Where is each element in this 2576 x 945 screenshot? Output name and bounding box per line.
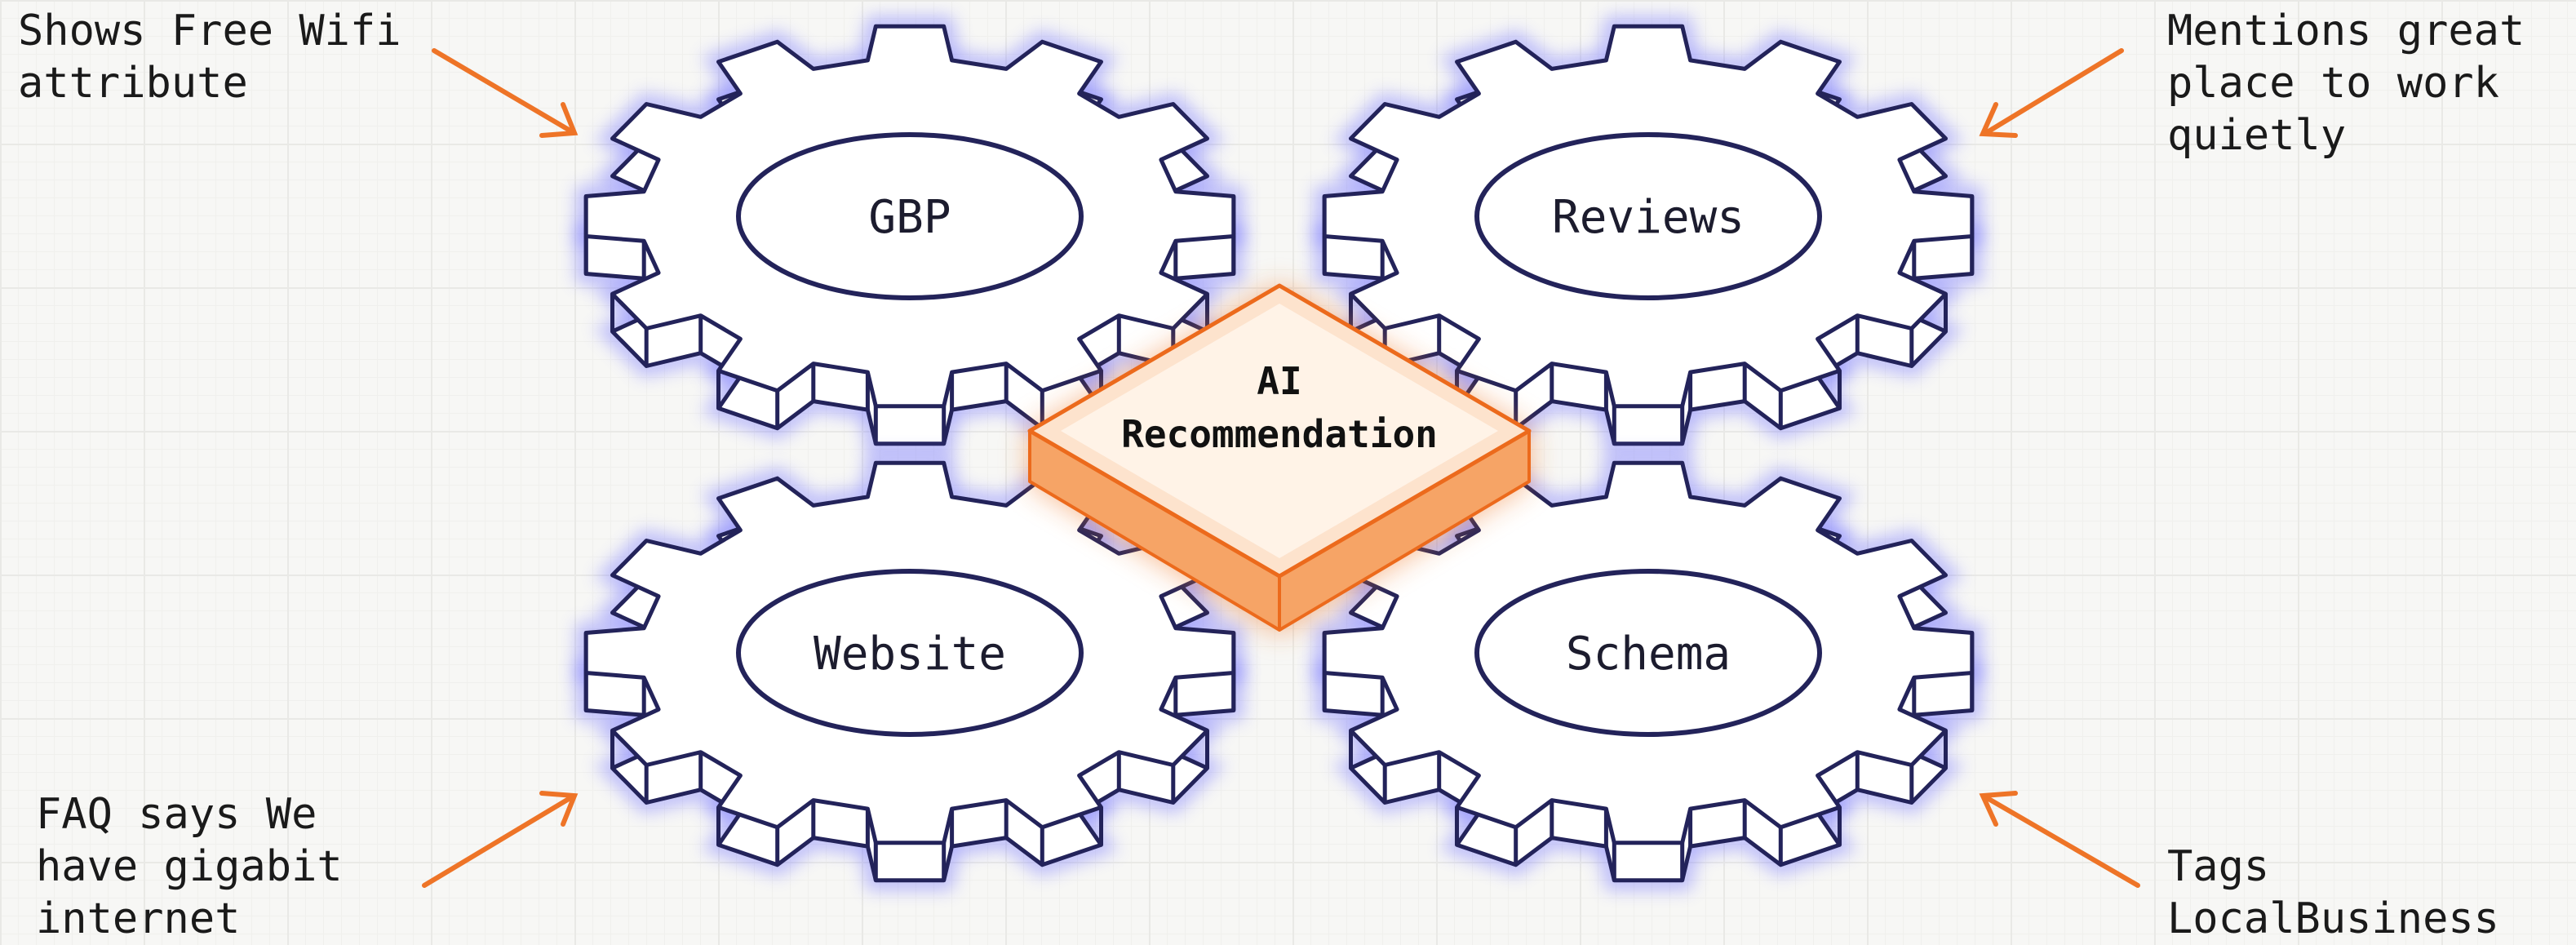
gear-reviews: Reviews: [1314, 16, 1983, 455]
gear-gbp: GBP: [575, 16, 1244, 455]
annotation-top-left-line: Shows Free Wifi: [18, 7, 401, 55]
annotation-bottom-right-line: LocalBusiness: [2167, 894, 2499, 943]
gear-gbp-label: GBP: [868, 191, 951, 244]
gear-website: Website: [575, 452, 1244, 891]
annotation-top-right-line: Mentions great: [2167, 7, 2525, 55]
annotation-bottom-right-line: Tags: [2167, 842, 2270, 891]
arrow-bottom-left: [422, 791, 579, 888]
annotation-top-right: Mentions great place to work quietly: [2167, 5, 2525, 162]
annotation-top-right-line: place to work: [2167, 59, 2499, 108]
gear-schema: Schema: [1314, 452, 1983, 891]
annotation-bottom-left-line: have gigabit: [36, 842, 343, 891]
annotation-bottom-right: Tags LocalBusiness: [2167, 841, 2499, 945]
annotation-top-left: Shows Free Wifi attribute: [18, 5, 401, 109]
arrow-top-left: [432, 48, 579, 138]
ai-recommendation-node: AI Recommendation: [1027, 283, 1532, 633]
arrow-top-right: [1979, 48, 2124, 138]
annotation-top-left-line: attribute: [18, 59, 248, 108]
gear-schema-label: Schema: [1566, 628, 1731, 681]
gear-reviews-label: Reviews: [1552, 191, 1745, 244]
annotation-bottom-left-line: internet: [36, 894, 241, 943]
ai-recommendation-label-line1: AI: [1257, 359, 1301, 403]
annotation-top-right-line: quietly: [2167, 111, 2347, 160]
ai-recommendation-label-line2: Recommendation: [1121, 412, 1438, 456]
gear-website-label: Website: [814, 628, 1006, 681]
annotation-bottom-left: FAQ says We have gigabit internet: [36, 788, 343, 945]
arrow-bottom-right: [1979, 791, 2140, 888]
annotation-bottom-left-line: FAQ says We: [36, 790, 317, 839]
